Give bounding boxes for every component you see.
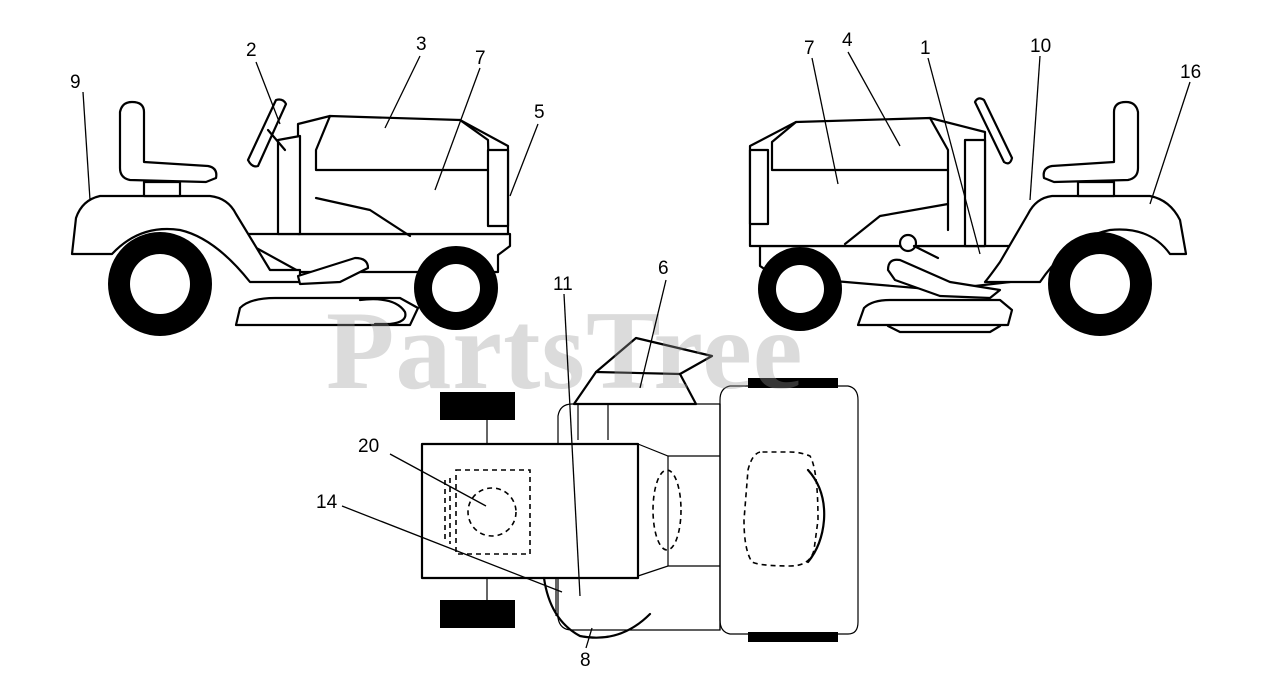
callout-11: 11 — [553, 274, 573, 295]
callout-numbers: 1 2 3 4 5 6 7 7 8 9 10 11 14 16 20 — [70, 30, 1201, 671]
right-mower-deck — [856, 298, 1014, 327]
callout-16: 16 — [1180, 62, 1201, 83]
callout-leaders — [82, 51, 1191, 649]
callout-20: 20 — [358, 436, 379, 457]
right-seat — [1042, 100, 1140, 184]
right-steering-wheel — [973, 97, 1014, 165]
top-seat-area — [420, 442, 640, 580]
right-rear-fender — [983, 194, 1188, 284]
callout-6: 6 — [658, 258, 669, 279]
callout-14: 14 — [316, 492, 338, 513]
callout-10: 10 — [1030, 36, 1051, 57]
right-tractor-side-view — [748, 97, 1188, 336]
callout-7-right: 7 — [804, 38, 815, 59]
callout-4: 4 — [842, 30, 853, 51]
left-hood — [296, 114, 510, 236]
callout-9: 9 — [70, 72, 81, 93]
callout-2: 2 — [246, 40, 257, 61]
callout-5: 5 — [534, 102, 545, 123]
callout-7-left: 7 — [475, 48, 486, 69]
tractor-top-view — [420, 336, 859, 642]
callout-1: 1 — [920, 38, 931, 59]
left-tractor-side-view — [70, 98, 512, 336]
top-left-rear-tire — [440, 392, 515, 420]
left-seat — [118, 100, 218, 184]
callout-3: 3 — [416, 34, 427, 55]
callout-8: 8 — [580, 650, 591, 671]
left-mower-deck — [234, 296, 420, 327]
top-left-front-tire — [440, 600, 515, 628]
